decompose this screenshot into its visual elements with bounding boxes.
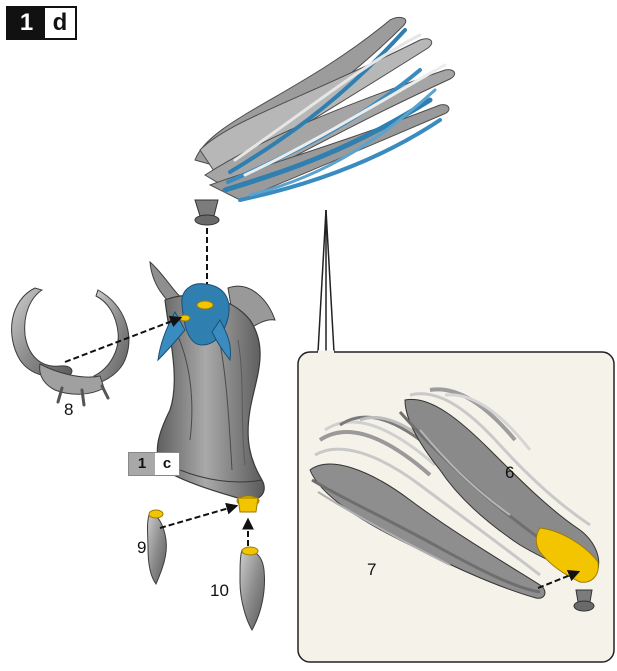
detail-callout	[298, 210, 614, 662]
part-label-6: 6	[505, 463, 514, 483]
step-number: 1	[8, 8, 45, 38]
sub-step-number: 1	[129, 453, 155, 475]
part-8-horns	[12, 288, 129, 405]
sub-step-badge: 1 c	[128, 452, 180, 476]
part-label-8: 8	[64, 400, 73, 420]
part-label-10: 10	[210, 581, 229, 601]
part-10-base	[240, 547, 265, 630]
part-label-9: 9	[137, 538, 146, 558]
hair-part-top	[195, 18, 455, 225]
arrow-part9-to-body	[160, 506, 236, 528]
step-letter: d	[45, 8, 75, 38]
part-9-foot	[148, 510, 167, 584]
part-label-7: 7	[367, 560, 376, 580]
sub-step-letter: c	[155, 453, 179, 475]
step-badge: 1 d	[6, 6, 77, 40]
